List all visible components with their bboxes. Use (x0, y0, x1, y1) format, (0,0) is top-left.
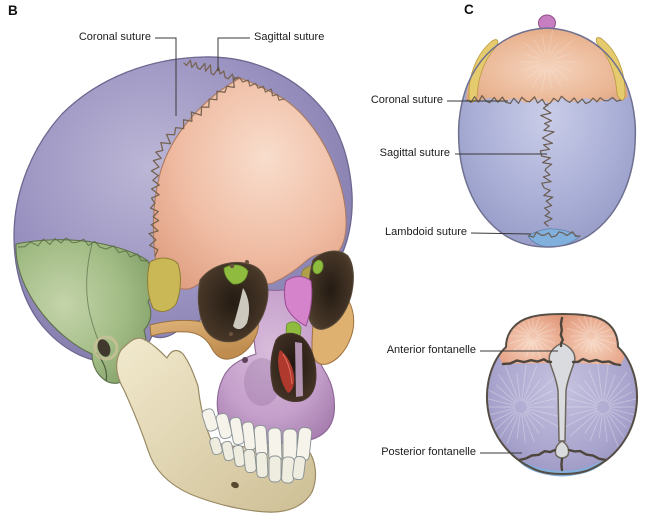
zygomaticofacial-foramen (229, 332, 233, 336)
panel-letter-c: C (464, 2, 474, 17)
lambdoid-suture2-left (517, 448, 557, 462)
supraorbital-foramen-1 (229, 263, 235, 269)
ear-canal (97, 339, 111, 357)
squamosal-suture-line (17, 237, 148, 262)
ear-canal-rim (93, 335, 119, 361)
parietal-left-rays (486, 364, 565, 448)
nasal-bone (284, 276, 313, 327)
inferior-nasal-concha (278, 350, 295, 393)
infant-skull-fontanelles (486, 313, 638, 477)
lacrimal-bone-right (312, 259, 324, 275)
lambdoid-suture-infant-line (528, 231, 581, 238)
sagittal-suture-infant-line (539, 104, 555, 227)
nasal-septum (295, 342, 303, 397)
infant-occipital-bone (527, 228, 580, 248)
lower-teeth (209, 436, 306, 484)
infant2-skull-outline (486, 313, 638, 475)
label-lambdoid-suture-c: Lambdoid suture (385, 226, 467, 238)
infraorbital-foramen-left (242, 357, 248, 363)
lacrimal-bone (223, 264, 249, 285)
metopic-suture-line (559, 316, 564, 348)
coronal-suture-far-side (239, 77, 285, 101)
nasal-aperture (270, 332, 317, 402)
label-coronal-suture-c: Coronal suture (370, 94, 443, 106)
infant-skull-outline (457, 27, 637, 248)
label-coronal-suture-b: Coronal suture (78, 31, 151, 43)
lambdoid-suture2-right (567, 448, 608, 462)
lambdoid-suture-leader-c (470, 232, 532, 235)
panel-letter-b: B (8, 3, 18, 18)
sphenoid-bone (147, 257, 181, 312)
label-sagittal-suture-c: Sagittal suture (379, 147, 450, 159)
supraorbital-foramen-2 (245, 260, 249, 264)
label-posterior-fontanelle: Posterior fontanelle (381, 446, 476, 458)
infant-frontal-bone (466, 29, 628, 103)
label-sagittal-suture-b: Sagittal suture (254, 31, 325, 43)
occipital-notch-line (560, 457, 564, 472)
coronal-suture-leader-b (155, 37, 177, 116)
infant-skull-superior (457, 14, 637, 248)
concha-highlight (282, 353, 293, 385)
frontal-left-rays (507, 314, 556, 361)
frontal-rays (519, 29, 579, 94)
ethmoid-plate (233, 288, 250, 330)
sagittal-suture-leader-b (217, 37, 250, 71)
sagittal-suture-line (183, 59, 239, 81)
mental-foramen (231, 481, 239, 489)
orbit-left (197, 262, 269, 343)
coronal-suture2-right (571, 357, 622, 367)
upper-teeth (201, 408, 313, 466)
adult-skull (13, 56, 355, 513)
coronal-suture-line (148, 77, 241, 257)
coronal-suture-infant-line (466, 95, 622, 106)
coronal-suture2-left (501, 358, 553, 366)
infant2-frontal-right (562, 313, 625, 365)
label-anterior-fontanelle: Anterior fontanelle (386, 344, 476, 356)
